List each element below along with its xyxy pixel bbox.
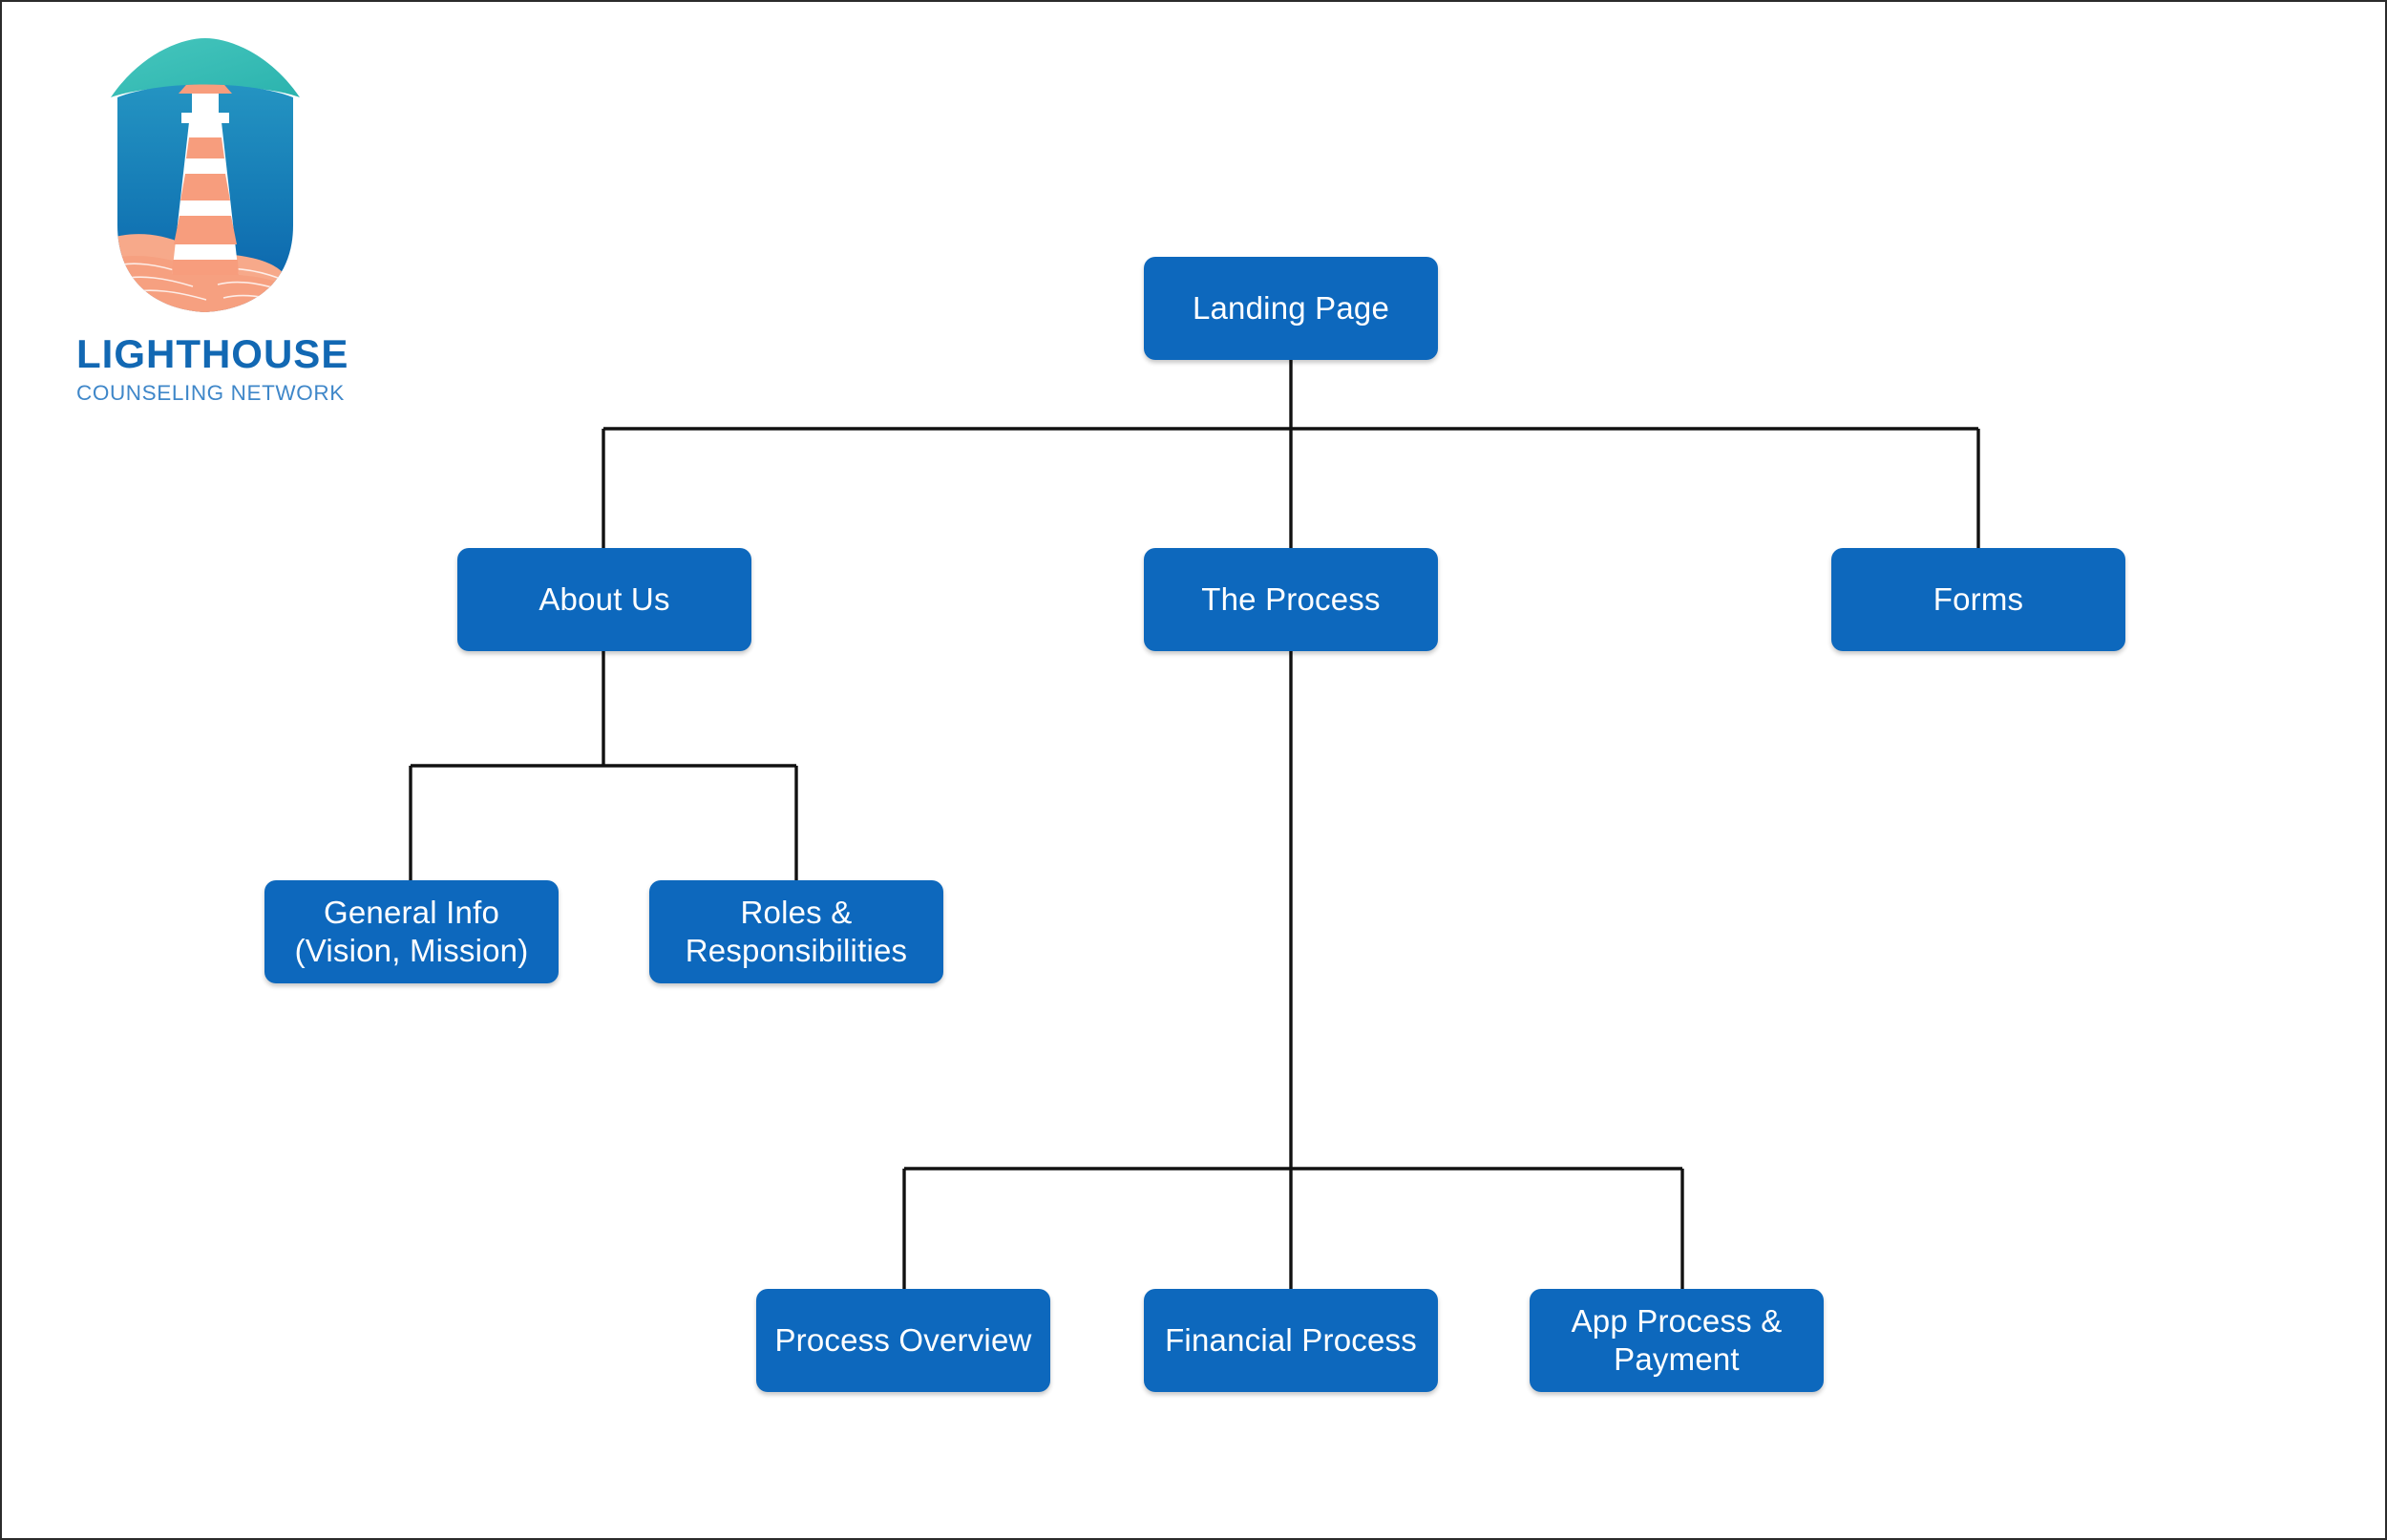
lighthouse-logo-icon <box>105 38 306 315</box>
node-process-overview[interactable]: Process Overview <box>756 1289 1050 1392</box>
node-roles-responsibilities[interactable]: Roles & Responsibilities <box>649 880 943 983</box>
lighthouse-logo: LIGHTHOUSE COUNSELING NETWORK <box>76 38 363 404</box>
node-financial-process[interactable]: Financial Process <box>1144 1289 1438 1392</box>
node-forms[interactable]: Forms <box>1831 548 2125 651</box>
node-app-process-payment[interactable]: App Process & Payment <box>1530 1289 1824 1392</box>
node-general-info[interactable]: General Info (Vision, Mission) <box>264 880 559 983</box>
node-the-process[interactable]: The Process <box>1144 548 1438 651</box>
node-about-us[interactable]: About Us <box>457 548 751 651</box>
logo-tagline: COUNSELING NETWORK <box>76 381 345 405</box>
logo-name: LIGHTHOUSE <box>76 331 349 376</box>
node-landing-page[interactable]: Landing Page <box>1144 257 1438 360</box>
logo-wordmark: LIGHTHOUSE COUNSELING NETWORK <box>76 334 363 405</box>
